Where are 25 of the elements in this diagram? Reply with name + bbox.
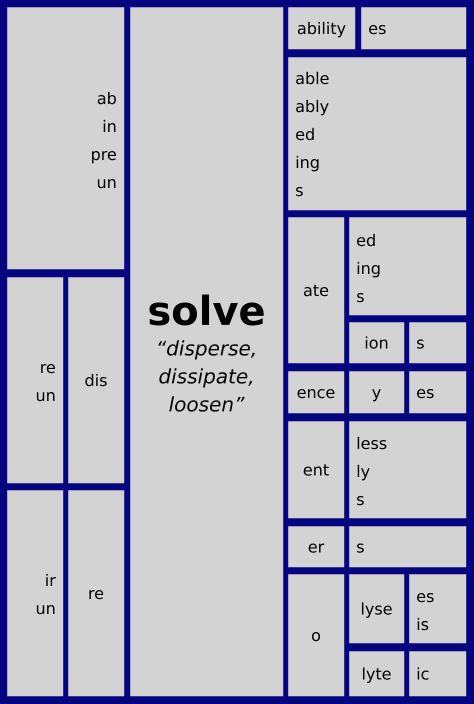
- affix-box: able ably ed ing s: [288, 57, 466, 210]
- affix-box: re: [68, 490, 124, 696]
- affix-box: lyte: [349, 651, 404, 696]
- affix-box: s: [349, 526, 466, 568]
- affix-box: ed ing s: [349, 217, 466, 316]
- affix-box: ir un: [7, 490, 64, 696]
- affix-box: es is: [409, 574, 466, 644]
- affix-box: es: [409, 371, 466, 414]
- affix-box: s: [409, 322, 466, 364]
- affix-box: o: [288, 574, 344, 696]
- affix-box: solve “disperse, dissipate, loosen”: [130, 7, 284, 696]
- affix-box: ic: [409, 651, 466, 696]
- affix-box: ate: [288, 217, 344, 364]
- affix-box: ability: [288, 7, 356, 50]
- affix-box: ence: [288, 371, 344, 414]
- affix-box: lyse: [349, 574, 404, 644]
- affix-box: ab in pre un: [7, 7, 124, 270]
- affix-box: ion: [349, 322, 404, 364]
- affix-box: re un: [7, 277, 64, 484]
- affix-box: dis: [68, 277, 124, 484]
- affix-box: less ly s: [349, 421, 466, 518]
- affix-box: es: [361, 7, 466, 50]
- affix-box: y: [349, 371, 404, 414]
- affix-box: er: [288, 526, 344, 568]
- affix-box: ent: [288, 421, 344, 518]
